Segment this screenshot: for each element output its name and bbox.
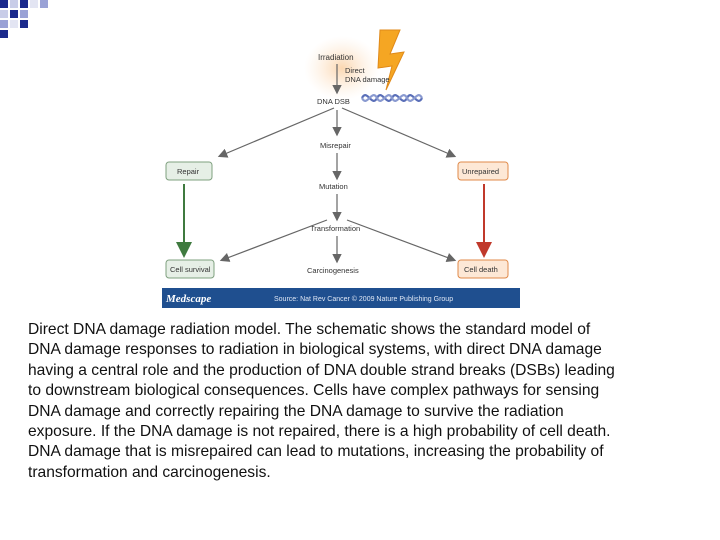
diagram-canvas: Irradiation Direct DNA damage DNA DSB Mi… <box>162 29 520 308</box>
node-cell-survival <box>165 259 215 279</box>
figure-caption: Direct DNA damage radiation model. The s… <box>28 320 708 483</box>
lightning-icon <box>377 29 405 91</box>
arrow-to-cell-survival <box>219 219 328 262</box>
node-repair <box>165 161 213 181</box>
caption-line: Direct DNA damage radiation model. The s… <box>28 321 591 338</box>
label-dna-dsb: DNA DSB <box>317 97 350 106</box>
medscape-logo: Medscape <box>165 293 211 305</box>
label-cell-survival: Cell survival <box>170 265 211 274</box>
label-misrepair: Misrepair <box>320 141 351 150</box>
caption-line: transformation and carcinogenesis. <box>28 463 271 481</box>
caption-line: DNA damage that is misrepaired can lead … <box>28 443 604 461</box>
dna-damage-figure: Irradiation Direct DNA damage DNA DSB Mi… <box>162 28 520 310</box>
medscape-footer-bar <box>162 288 520 308</box>
label-unrepaired: Unrepaired <box>462 167 499 176</box>
label-carcinogenesis: Carcinogenesis <box>307 266 359 275</box>
arrow-to-cell-death <box>346 219 457 262</box>
irradiation-glow <box>304 36 380 100</box>
node-unrepaired <box>457 161 509 181</box>
caption-line: exposure. If the DNA damage is not repai… <box>28 423 611 441</box>
label-dna-damage: DNA damage <box>345 75 390 84</box>
caption-line: to downstream biological consequences. C… <box>28 382 600 400</box>
footer-source: Source: Nat Rev Cancer © 2009 Nature Pub… <box>274 295 453 303</box>
arrow-dsb-to-unrepaired <box>341 107 457 158</box>
label-transformation: Transformation <box>310 224 360 233</box>
caption-line: DNA damage responses to radiation in bio… <box>28 341 602 359</box>
caption-line: having a central role and the production… <box>28 361 615 379</box>
label-irradiation: Irradiation <box>318 53 354 62</box>
label-repair: Repair <box>177 167 200 176</box>
caption-line: DNA damage and correctly repairing the D… <box>28 402 564 420</box>
arrow-dsb-to-repair <box>217 107 335 158</box>
dna-helix-icon <box>361 94 423 102</box>
label-direct: Direct <box>345 66 366 75</box>
corner-decoration <box>0 0 60 40</box>
label-cell-death: Cell death <box>464 265 498 274</box>
label-mutation: Mutation <box>319 182 348 191</box>
node-cell-death <box>457 259 509 279</box>
